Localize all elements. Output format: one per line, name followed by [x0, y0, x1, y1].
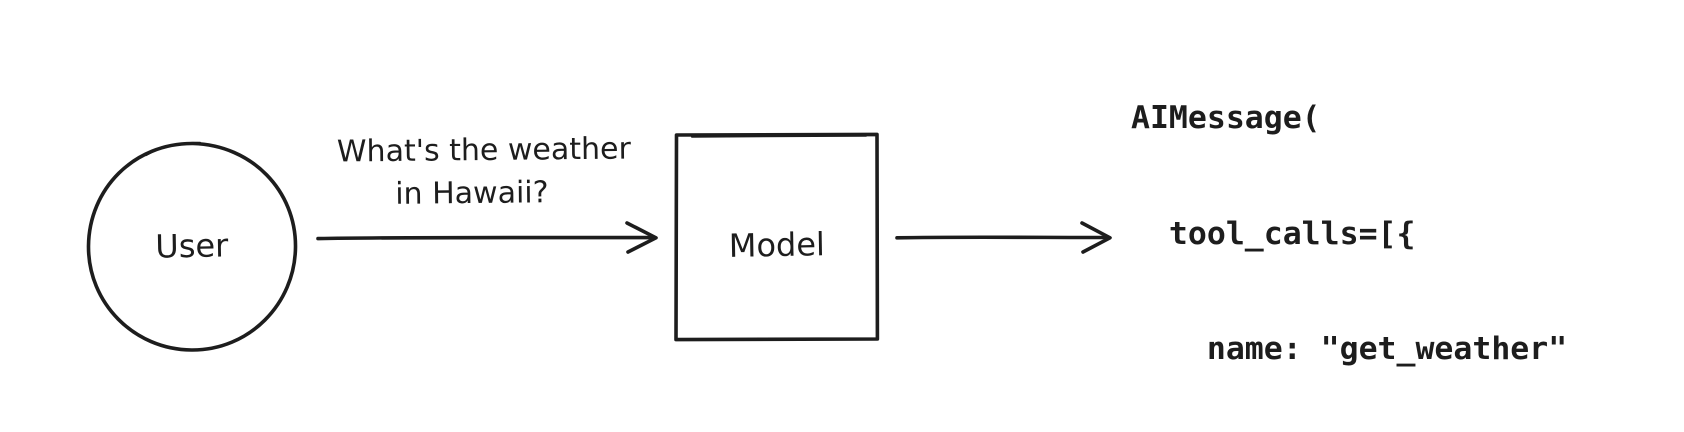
code-line: tool_calls=[{ — [1131, 215, 1416, 252]
model-label: Model — [728, 225, 825, 265]
request-arrow-head — [625, 221, 658, 254]
request-arrow-line — [316, 235, 653, 241]
model-node-box-shape — [674, 132, 880, 342]
user-node-circle-overdraw — [144, 141, 202, 157]
user-node-circle-shape — [86, 141, 298, 352]
user-node: User — [86, 141, 298, 352]
response-arrow-line — [895, 235, 1108, 240]
response-arrow — [895, 221, 1112, 254]
request-message-line2: in Hawaii? — [395, 175, 549, 212]
user-label: User — [155, 226, 229, 265]
model-node-box-overdraw — [690, 134, 868, 138]
response-arrow-head — [1080, 221, 1112, 254]
code-line: name: "get_weather" — [1131, 331, 1568, 367]
aimessage-code-block: AIMessage( tool_calls=[{ name: "get_weat… — [1131, 22, 1605, 432]
code-line: AIMessage( — [1131, 100, 1321, 136]
request-arrow: What's the weather in Hawaii? — [316, 131, 658, 254]
request-message-line1: What's the weather — [337, 131, 632, 169]
model-node: Model — [674, 132, 880, 342]
